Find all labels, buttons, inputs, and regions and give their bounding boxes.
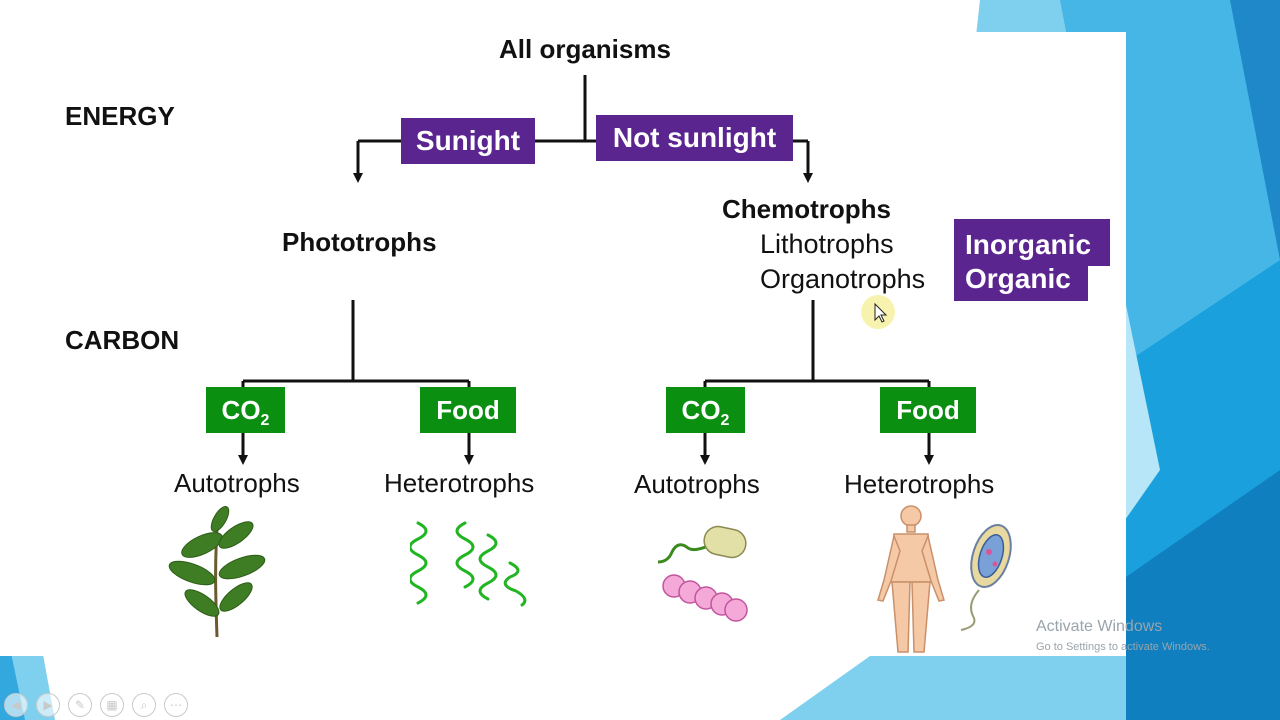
co2-subscript: 2 [260,412,270,430]
carbon-row-label: CARBON [65,325,180,355]
slideshow-toolbar: ◀ ▶ ✎ ▦ ⌕ ⋯ [4,693,188,717]
human-illustration [877,505,945,653]
co2-text: CO [681,395,721,425]
chemo-heterotrophs-label: Heterotrophs [844,469,995,499]
mouse-pointer-icon [861,295,895,329]
phototrophs-label: Phototrophs [282,227,437,257]
co2-text: CO [221,395,261,425]
activation-watermark: Activate Windows Go to Settings to activ… [1036,618,1210,653]
prev-icon[interactable]: ◀ [4,693,28,717]
chemo-autotrophs-label: Autotrophs [634,469,760,499]
diagram-title: All organisms [499,34,671,64]
spirochete-illustration [410,521,527,607]
co2-subscript: 2 [720,412,730,430]
co2-box-phototrophs: CO2 [206,387,285,433]
slides-icon[interactable]: ▦ [100,693,124,717]
protist-illustration [960,524,1012,631]
energy-row-label: ENERGY [65,101,175,131]
food-box-chemotrophs: Food [880,387,976,433]
chemotrophs-label: Chemotrophs [722,194,891,224]
next-icon[interactable]: ▶ [36,693,60,717]
organic-box [954,262,1088,301]
watermark-title: Activate Windows [1036,618,1163,635]
sunlight-box: Sunight [401,118,535,164]
bacteria-illustration [657,525,748,622]
plant-illustration [168,506,266,638]
inorganic-box [954,219,1110,266]
pen-icon[interactable]: ✎ [68,693,92,717]
organotrophs-label: Organotrophs [760,264,926,294]
organic-label: Organic [965,263,1071,294]
inorganic-label: Inorganic [965,229,1092,260]
not-sunlight-box: Not sunlight [596,115,793,161]
zoom-icon[interactable]: ⌕ [132,693,156,717]
photo-heterotrophs-label: Heterotrophs [384,468,535,498]
co2-box-chemotrophs: CO2 [666,387,745,433]
lithotrophs-label: Lithotrophs [760,229,894,259]
food-box-phototrophs: Food [420,387,516,433]
photo-autotrophs-label: Autotrophs [174,468,300,498]
more-icon[interactable]: ⋯ [164,693,188,717]
watermark-subtitle: Go to Settings to activate Windows. [1036,641,1210,653]
